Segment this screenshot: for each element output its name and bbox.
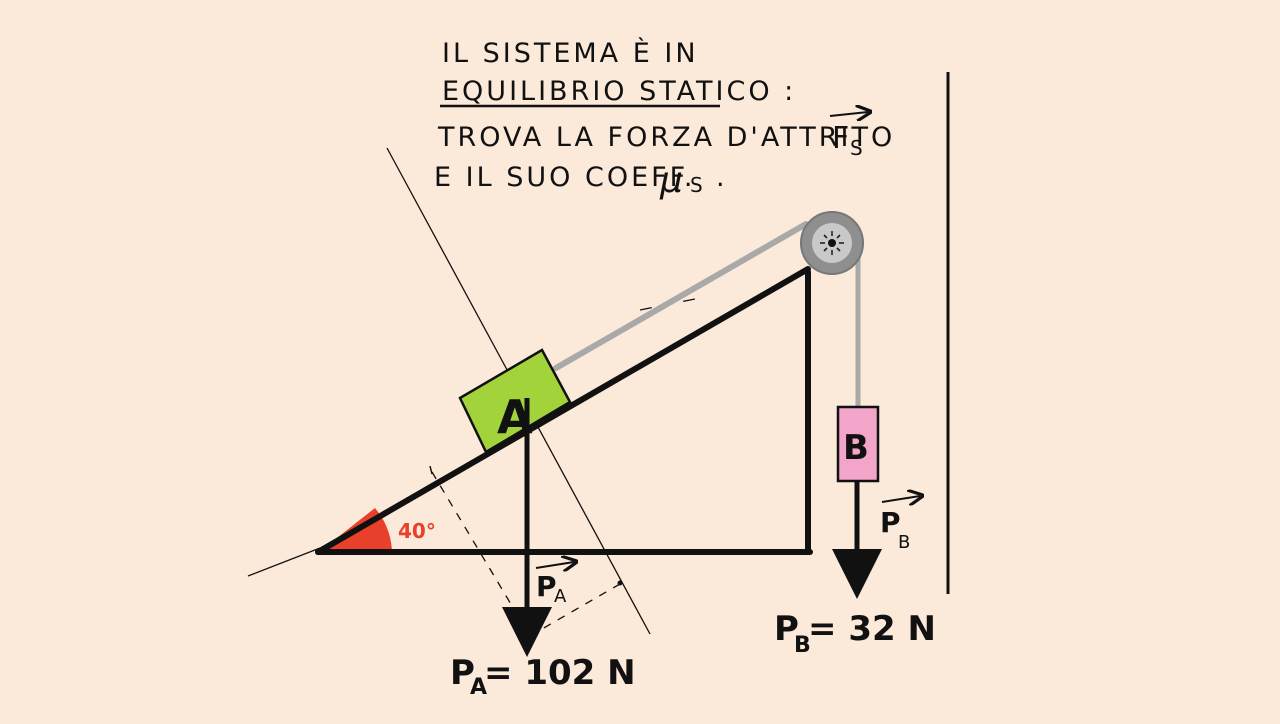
- weight-b-equation: P B = 32 N: [774, 609, 936, 658]
- statement-line-4: E IL SUO COEFF.: [434, 162, 695, 193]
- weight-b-label: P B: [880, 496, 920, 553]
- weight-b-symbol: P: [880, 506, 901, 539]
- weight-b-eq-symbol: P: [774, 609, 799, 649]
- friction-force-symbol: F S: [829, 112, 868, 160]
- block-b-label: B: [843, 428, 869, 468]
- incline-extension-line: [247, 547, 321, 577]
- incline-triangle: [315, 266, 813, 555]
- angle-label: 40°: [398, 519, 436, 543]
- weight-a-eq-value: = 102 N: [484, 653, 636, 693]
- block-a: A: [458, 348, 572, 454]
- weight-b-eq-subscript: B: [794, 633, 811, 658]
- vector-arrow-icon: [535, 562, 574, 568]
- fs-letter: F: [832, 121, 852, 156]
- mu-symbol: μ S .: [659, 160, 728, 201]
- statement-period: .: [716, 162, 728, 193]
- problem-statement: IL SISTEMA È IN EQUILIBRIO STATICO : TRO…: [434, 37, 895, 201]
- weight-a-eq-subscript: A: [470, 675, 487, 700]
- statement-line-2: EQUILIBRIO STATICO :: [442, 76, 796, 107]
- vector-arrow-icon: [829, 112, 868, 116]
- mu-letter: μ: [659, 160, 686, 201]
- rope-a: [553, 221, 809, 371]
- mu-subscript: S: [690, 173, 706, 197]
- weight-a-equation: P A = 102 N: [450, 653, 636, 700]
- weight-b-subscript: B: [898, 532, 910, 553]
- block-b: B: [836, 405, 880, 483]
- weight-a-symbol: P: [536, 570, 557, 603]
- projection-point: [617, 580, 623, 586]
- fs-subscript: S: [850, 136, 866, 160]
- statement-line-1: IL SISTEMA È IN: [442, 37, 699, 69]
- weight-a-label: P A: [535, 562, 574, 607]
- incline-hypotenuse: [315, 266, 811, 555]
- pulley-icon: [800, 211, 864, 275]
- weight-b-eq-value: = 32 N: [808, 609, 936, 649]
- weight-a-eq-symbol: P: [450, 653, 475, 693]
- statement-line-3: TROVA LA FORZA D'ATTRITO: [437, 122, 895, 153]
- weight-a-subscript: A: [554, 586, 567, 607]
- vector-arrow-icon: [881, 496, 920, 502]
- projection-tick: [429, 465, 433, 475]
